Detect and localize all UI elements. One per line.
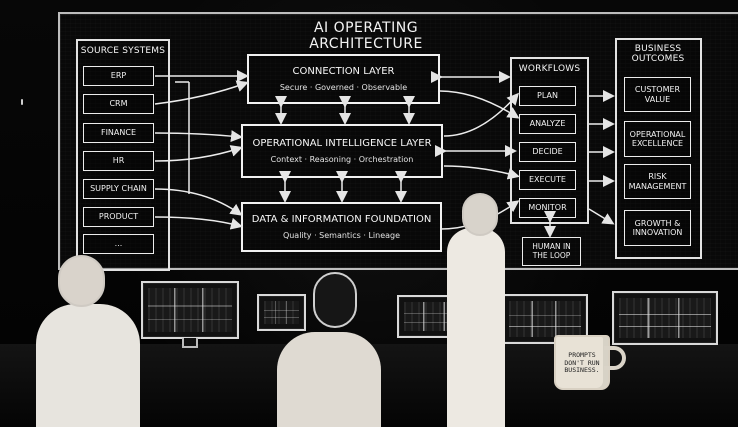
source-item-more: ... — [83, 234, 154, 254]
far-right-monitor — [612, 291, 718, 345]
mug-handle — [604, 346, 626, 370]
outcome-growth-innovation: GROWTH & INNOVATION — [624, 210, 691, 246]
operational-intelligence-layer-subtitle: Context · Reasoning · Orchestration — [270, 155, 414, 164]
prompts-mug: PROMPTS DON'T RUN BUSINESS. — [554, 335, 610, 390]
mug-text: PROMPTS DON'T RUN BUSINESS. — [564, 350, 600, 375]
right-monitor-b — [502, 294, 588, 344]
center-monitor-screen — [264, 301, 299, 324]
business-outcomes-title: BUSINESS OUTCOMES — [631, 44, 685, 64]
left-monitor-stand — [182, 338, 198, 348]
far-right-monitor-screen — [619, 298, 711, 338]
right-monitor-b-screen — [509, 301, 581, 337]
center-monitor — [257, 294, 306, 331]
workflow-plan: PLAN — [519, 86, 576, 106]
operational-intelligence-layer-title: OPERATIONAL INTELLIGENCE LAYER — [252, 138, 432, 149]
left-monitor — [141, 281, 239, 339]
workflow-monitor: MONITOR — [519, 198, 576, 218]
connection-layer-title: CONNECTION LAYER — [292, 66, 395, 77]
business-outcomes-panel — [615, 38, 702, 259]
source-systems-panel — [76, 39, 170, 271]
workflow-analyze: ANALYZE — [519, 114, 576, 134]
source-item-crm: CRM — [83, 94, 154, 114]
workflow-execute: EXECUTE — [519, 170, 576, 190]
standing-person-head — [462, 193, 498, 236]
center-person-head — [313, 272, 357, 328]
source-item-finance: FINANCE — [83, 123, 154, 143]
outcome-risk-management: RISK MANAGEMENT — [624, 164, 691, 199]
outcome-customer-value: CUSTOMER VALUE — [624, 77, 691, 112]
outcome-operational-excellence: OPERATIONAL EXCELLENCE — [624, 121, 691, 157]
board-title: AI OPERATING ARCHITECTURE — [309, 20, 423, 52]
human-in-the-loop: HUMAN IN THE LOOP — [522, 237, 581, 266]
source-item-supply-chain: SUPPLY CHAIN — [83, 179, 154, 199]
left-person-head — [58, 255, 105, 307]
standing-person-body — [447, 228, 505, 427]
data-information-foundation: DATA & INFORMATION FOUNDATION Quality · … — [241, 202, 442, 252]
data-information-foundation-title: DATA & INFORMATION FOUNDATION — [251, 214, 432, 225]
workflows-panel — [510, 57, 589, 224]
wall-mark — [21, 99, 23, 105]
connection-layer: CONNECTION LAYER Secure · Governed · Obs… — [247, 54, 440, 104]
center-person-body — [277, 332, 381, 427]
workflows-title: WORKFLOWS — [518, 64, 581, 74]
data-information-foundation-subtitle: Quality · Semantics · Lineage — [282, 231, 401, 240]
source-item-erp: ERP — [83, 66, 154, 86]
workflow-decide: DECIDE — [519, 142, 576, 162]
source-item-hr: HR — [83, 151, 154, 171]
left-monitor-screen — [148, 288, 232, 332]
left-person-body — [36, 304, 140, 427]
operational-intelligence-layer: OPERATIONAL INTELLIGENCE LAYER Context ·… — [241, 124, 443, 178]
source-systems-title: SOURCE SYSTEMS — [80, 46, 166, 56]
source-item-product: PRODUCT — [83, 207, 154, 227]
connection-layer-subtitle: Secure · Governed · Observable — [279, 83, 408, 92]
